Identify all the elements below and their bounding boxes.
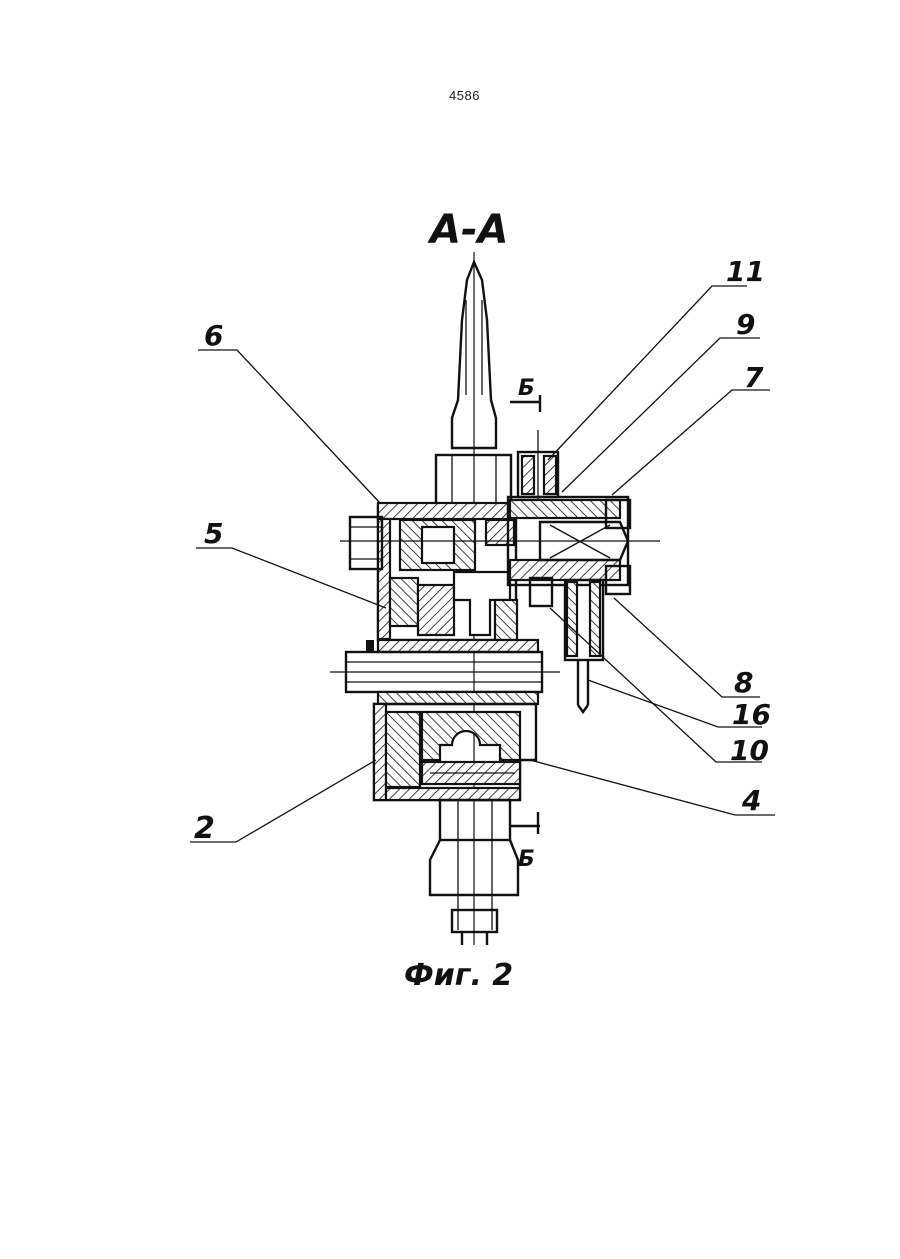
callout-11: 11: [726, 255, 765, 288]
figure-caption: Фиг. 2: [404, 958, 513, 993]
middle-shaft: [330, 640, 560, 704]
section-title: А-А: [427, 207, 509, 253]
callout-10: 10: [730, 734, 769, 767]
callout-5: 5: [204, 517, 223, 550]
callout-16: 16: [732, 698, 771, 731]
callout-2: 2: [194, 811, 215, 846]
section-mark-label-bottom: Б: [518, 847, 535, 872]
section-mark-label-top: Б: [518, 376, 535, 401]
callout-7: 7: [744, 361, 764, 394]
right-attachment: [508, 430, 630, 712]
section-mark-top: Б: [510, 376, 540, 412]
lower-housing: [374, 704, 536, 800]
section-mark-bottom: Б: [510, 812, 540, 872]
callout-9: 9: [736, 308, 755, 341]
callout-4: 4: [741, 784, 761, 817]
callout-8: 8: [734, 666, 753, 699]
callout-6: 6: [204, 319, 223, 352]
